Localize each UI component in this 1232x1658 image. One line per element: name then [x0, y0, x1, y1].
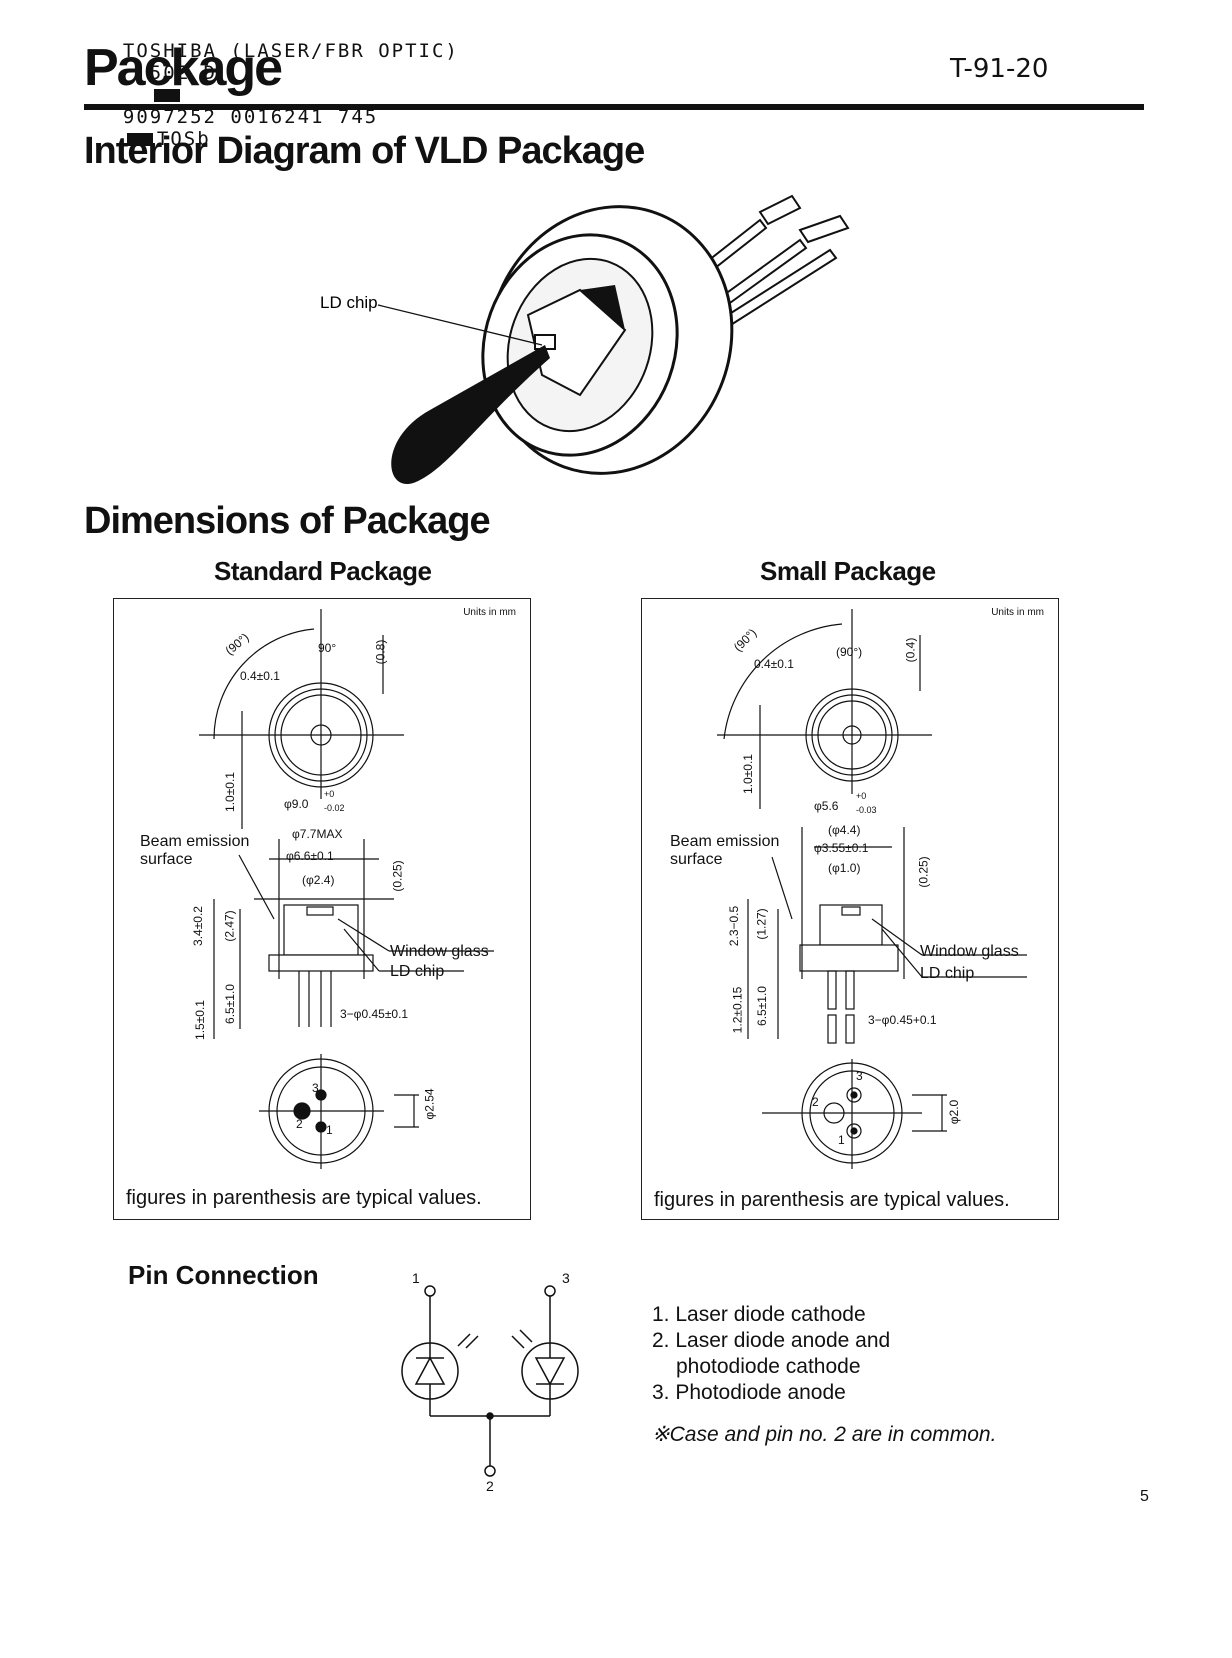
- small-dia-355: φ3.55±0.1: [814, 841, 869, 855]
- header-code1: 50E D: [149, 62, 217, 84]
- standard-dim-04: 0.4±0.1: [240, 669, 280, 683]
- schematic-pin1: 1: [412, 1270, 420, 1286]
- standard-pin3: 3: [312, 1081, 319, 1095]
- interior-title: Interior Diagram of VLD Package: [84, 130, 645, 172]
- pin-list-item: 3. Photodiode anode: [652, 1381, 846, 1404]
- standard-ld-chip: LD chip: [390, 963, 445, 980]
- small-dim-12: 1.2±0.15: [730, 986, 745, 1034]
- standard-dim-247: (2.47): [222, 910, 237, 942]
- vld-package-illustration: LD chip: [320, 194, 850, 484]
- header-code2: 9097252 0016241 745: [122, 106, 379, 128]
- small-ld-chip: LD chip: [920, 965, 975, 982]
- standard-dia-66: φ6.6±0.1: [286, 849, 334, 863]
- standard-pin2: 2: [296, 1117, 303, 1131]
- standard-package-drawing: [199, 609, 494, 1169]
- page-title: Package: [84, 39, 283, 97]
- small-pin3: 3: [856, 1069, 863, 1083]
- standard-dim-34: 3.4±0.2: [190, 906, 205, 946]
- standard-package-title: Standard Package: [214, 556, 432, 586]
- standard-dia-77: φ7.7MAX: [292, 827, 343, 841]
- ld-chip-label: LD chip: [320, 293, 378, 312]
- small-dia-56-tol-dn: -0.03: [856, 805, 877, 815]
- small-dim-20: φ2.0: [947, 1099, 962, 1125]
- doc-code: T-91-20: [950, 54, 1049, 84]
- small-dim-65: 6.5±1.0: [754, 986, 769, 1026]
- common-note: ※Case and pin no. 2 are in common.: [652, 1423, 997, 1446]
- standard-dim-254: φ2.54: [422, 1088, 437, 1120]
- small-angle-90: (90°): [836, 645, 863, 659]
- small-units: Units in mm: [991, 607, 1044, 618]
- small-package-title: Small Package: [760, 556, 936, 586]
- standard-window-glass: Window glass: [390, 943, 489, 960]
- small-package-drawing: [717, 609, 1027, 1169]
- pin-list-item: 1. Laser diode cathode: [652, 1303, 866, 1326]
- small-dia-56: φ5.6: [814, 799, 839, 813]
- black-block-icon: [126, 133, 153, 146]
- pin-connection-title: Pin Connection: [128, 1260, 319, 1290]
- small-dia-10: (φ1.0): [828, 861, 861, 875]
- small-dia-56-tol-up: +0: [856, 791, 867, 801]
- standard-units: Units in mm: [463, 607, 516, 618]
- standard-dia-90-tol-dn: -0.02: [324, 803, 345, 813]
- small-pin1: 1: [838, 1133, 845, 1147]
- pin-list: 1. Laser diode cathode 2. Laser diode an…: [652, 1302, 890, 1406]
- small-dim-127: (1.27): [754, 908, 769, 940]
- small-dim-04b: (0.4): [903, 637, 918, 663]
- small-dim-04: 0.4±0.1: [754, 657, 794, 671]
- standard-angle-90: 90°: [318, 641, 337, 655]
- small-footnote: figures in parenthesis are typical value…: [654, 1189, 1010, 1211]
- standard-dim-15: 1.5±0.1: [192, 1000, 207, 1040]
- header-code3: TOSb: [156, 128, 211, 150]
- standard-pin-dia: 3−φ0.45±0.1: [340, 1007, 409, 1021]
- standard-dia-90-tol-up: +0: [324, 789, 335, 799]
- standard-dia-24: (φ2.4): [302, 873, 335, 887]
- black-block-icon: [153, 89, 180, 102]
- pin-list-item: 2. Laser diode anode and: [652, 1329, 891, 1352]
- standard-dim-65: 6.5±1.0: [222, 984, 237, 1024]
- standard-dia-90: φ9.0: [284, 797, 309, 811]
- standard-package-panel: Units in mm 90° (90°) 0.4±0.1 (0.8) 1.0±…: [113, 598, 531, 1220]
- dimensions-title: Dimensions of Package: [84, 500, 491, 542]
- vld-interior-diagram: LD chip: [280, 180, 880, 500]
- small-dim-025: (0.25): [916, 856, 931, 888]
- small-pin2: 2: [812, 1095, 819, 1109]
- header-rule: [84, 104, 1144, 110]
- small-beam-label: Beam emission surface: [670, 833, 780, 868]
- small-dia-44: (φ4.4): [828, 823, 861, 837]
- header-company: TOSHIBA (LASER/FBR OPTIC): [122, 40, 459, 62]
- standard-dim-025: (0.25): [390, 860, 405, 892]
- small-window-glass: Window glass: [920, 943, 1019, 960]
- standard-dim-08: (0.8): [373, 639, 388, 665]
- small-dim-10: 1.0±0.1: [740, 754, 755, 794]
- pin-list-item: photodiode cathode: [676, 1355, 861, 1378]
- header-codes: TOSHIBA (LASER/FBR OPTIC) 50E D 9097252 …: [96, 18, 459, 150]
- schematic-pin2: 2: [486, 1478, 494, 1494]
- schematic-pin3: 3: [562, 1270, 570, 1286]
- small-dim-23: 2.3−0.5: [727, 905, 742, 947]
- small-pin-dia: 3−φ0.45+0.1: [868, 1013, 937, 1027]
- standard-beam-label: Beam emission surface: [140, 833, 250, 868]
- standard-footnote: figures in parenthesis are typical value…: [126, 1187, 482, 1209]
- pin-connection-schematic: 1 3 2: [380, 1266, 600, 1506]
- diode-schematic: [401, 1285, 579, 1477]
- standard-pin1: 1: [326, 1123, 333, 1137]
- small-package-panel: Units in mm (90°) (90°) 0.4±0.1 (0.4) 1.…: [641, 598, 1059, 1220]
- page-number: 5: [1140, 1488, 1149, 1505]
- standard-dim-10: 1.0±0.1: [222, 772, 237, 812]
